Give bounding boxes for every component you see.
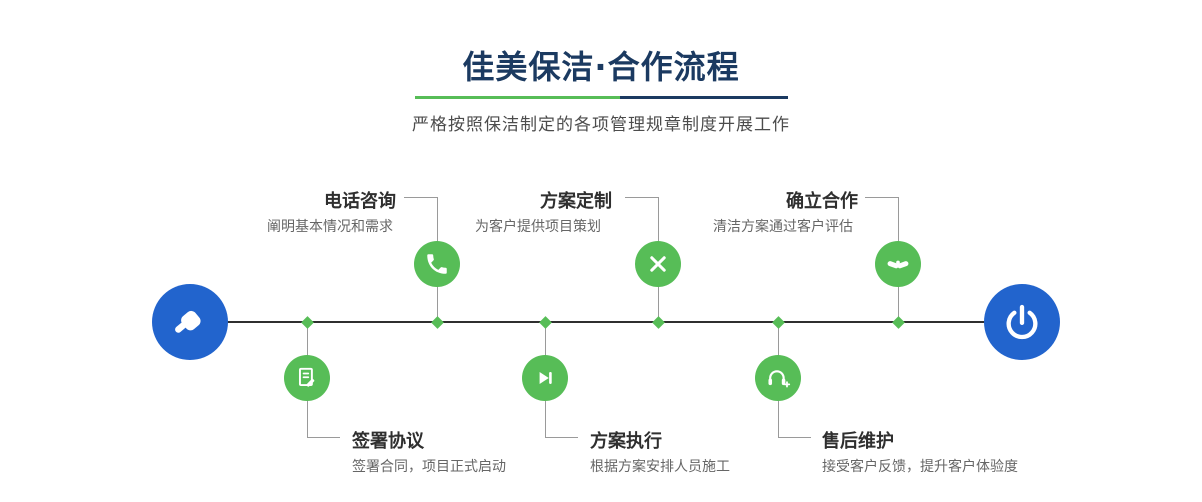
timeline-node-diamond — [431, 316, 444, 329]
step-sign-agreement-node — [284, 355, 330, 401]
phone-icon — [424, 251, 450, 277]
step-establish-coop-title: 确立合作 — [786, 191, 858, 212]
step-plan-execute-title: 方案执行 — [590, 431, 662, 452]
step-phone-consult-title: 电话咨询 — [324, 191, 396, 212]
step-after-sales-title: 售后维护 — [822, 431, 894, 452]
step-sign-agreement-desc: 签署合同，项目正式启动 — [352, 459, 506, 475]
hand-pointer-icon — [170, 302, 210, 342]
step-establish-coop-desc: 清洁方案通过客户评估 — [713, 219, 853, 235]
timeline-node-diamond — [772, 316, 785, 329]
timeline-node-diamond — [652, 316, 665, 329]
connector-line — [404, 197, 437, 198]
connector-line — [625, 197, 658, 198]
page-subtitle: 严格按照保洁制定的各项管理规章制度开展工作 — [412, 115, 790, 135]
design-tools-icon — [645, 251, 671, 277]
step-sign-agreement-title: 签署协议 — [352, 431, 424, 452]
connector-line — [307, 437, 340, 438]
step-plan-custom-node — [635, 241, 681, 287]
step-after-sales-node — [755, 355, 801, 401]
connector-line — [545, 437, 578, 438]
step-after-sales-desc: 接受客户反馈，提升客户体验度 — [822, 459, 1018, 475]
connector-line — [865, 197, 898, 198]
step-plan-custom-desc: 为客户提供项目策划 — [475, 219, 601, 235]
timeline-main-line — [190, 321, 1022, 323]
timeline-node-diamond — [892, 316, 905, 329]
contract-sign-icon — [294, 365, 320, 391]
power-icon — [1002, 302, 1042, 342]
timeline-node-diamond — [539, 316, 552, 329]
step-plan-execute-desc: 根据方案安排人员施工 — [590, 459, 730, 475]
process-end-node — [984, 284, 1060, 360]
page-title: 佳美保洁·合作流程 — [462, 48, 740, 86]
step-phone-consult-desc: 阐明基本情况和需求 — [267, 219, 393, 235]
headset-plus-icon — [765, 365, 791, 391]
connector-line — [778, 437, 811, 438]
step-establish-coop-node — [875, 241, 921, 287]
play-next-icon — [532, 365, 558, 391]
process-start-node — [152, 284, 228, 360]
title-underline — [415, 96, 788, 99]
step-phone-consult-node — [414, 241, 460, 287]
timeline-node-diamond — [301, 316, 314, 329]
handshake-icon — [885, 251, 911, 277]
step-plan-execute-node — [522, 355, 568, 401]
step-plan-custom-title: 方案定制 — [540, 191, 612, 212]
